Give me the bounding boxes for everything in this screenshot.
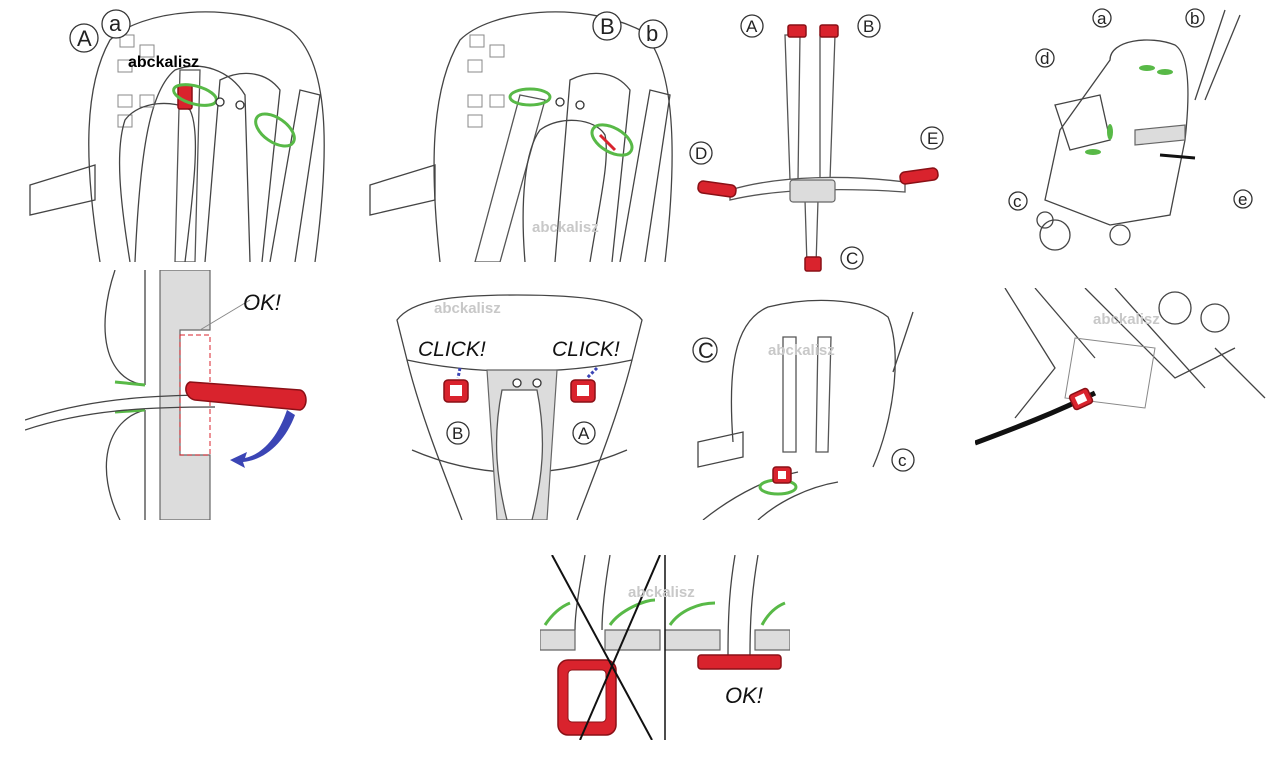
label-circle-c [1008, 191, 1028, 211]
watermark: abckalisz [1093, 311, 1160, 328]
panel-8-illustration: abckalisz [975, 288, 1266, 446]
label-a: a [1097, 9, 1107, 28]
watermark-black: abckalisz [128, 54, 199, 71]
panel-4-illustration: a b c d e [1008, 8, 1253, 251]
panel-7-illustration: C c abckalisz [692, 299, 915, 520]
click-text-left: CLICK! [418, 338, 486, 361]
panel-buckle-correct-incorrect: OK! abckalisz [540, 555, 790, 740]
label-circle-a [101, 9, 131, 39]
watermark: abckalisz [768, 342, 835, 359]
panel-shoulder-strap-a: A a abckalisz [0, 0, 330, 262]
label-D: D [695, 144, 707, 163]
label-circle-E [920, 126, 944, 150]
label-circle-b [638, 19, 668, 49]
panel-harness-overview: A B C D E [680, 0, 970, 280]
label-circle-C [840, 246, 864, 270]
label-circle-b [1185, 8, 1205, 28]
panel-1-illustration: A a abckalisz [29, 9, 325, 262]
label-circle-C [692, 337, 718, 363]
label-circle-e [1233, 189, 1253, 209]
label-circle-D [689, 141, 713, 165]
panel-2-illustration: B b abckalisz [369, 11, 673, 262]
panel-click-buckles: CLICK! CLICK! B A abckalisz [392, 290, 647, 520]
panel-6-illustration: CLICK! CLICK! B A abckalisz [396, 294, 643, 520]
label-circle-d [1035, 48, 1055, 68]
watermark: abckalisz [434, 300, 501, 317]
panel-5-illustration: OK! [25, 270, 307, 520]
ok-text: OK! [725, 683, 763, 708]
watermark: abckalisz [532, 219, 599, 236]
panel-9-illustration: OK! abckalisz [540, 555, 790, 740]
ok-text: OK! [243, 290, 281, 315]
label-circle-A [69, 23, 99, 53]
label-A: A [746, 17, 758, 36]
label-c: c [898, 451, 907, 470]
label-circle-a [1092, 8, 1112, 28]
label-circle-A [572, 421, 596, 445]
panel-crotch-buckle: C c abckalisz [688, 292, 928, 520]
label-a: a [109, 11, 122, 36]
label-C: C [698, 338, 714, 363]
label-E: E [927, 129, 938, 148]
panel-3-illustration: A B C D E [689, 14, 944, 272]
panel-stroller-overview: a b c d e [1000, 0, 1272, 262]
panel-shoulder-strap-b: B b abckalisz [360, 0, 680, 262]
label-circle-A [740, 14, 764, 38]
label-circle-B [857, 14, 881, 38]
label-d: d [1040, 49, 1049, 68]
label-circle-c [891, 448, 915, 472]
click-text-right: CLICK! [552, 338, 620, 361]
watermark: abckalisz [628, 584, 695, 601]
label-B: B [600, 14, 615, 39]
panel-underside-buckle: abckalisz [975, 288, 1272, 453]
label-B: B [863, 17, 874, 36]
label-A: A [77, 26, 92, 51]
label-c: c [1013, 192, 1022, 211]
label-e: e [1238, 190, 1247, 209]
label-circle-B [446, 421, 470, 445]
label-b: b [646, 21, 658, 46]
panel-slot-ok: OK! [25, 270, 330, 520]
label-B: B [452, 424, 463, 443]
label-b: b [1190, 9, 1199, 28]
label-A: A [578, 424, 590, 443]
label-C: C [846, 249, 858, 268]
label-circle-B [592, 11, 622, 41]
